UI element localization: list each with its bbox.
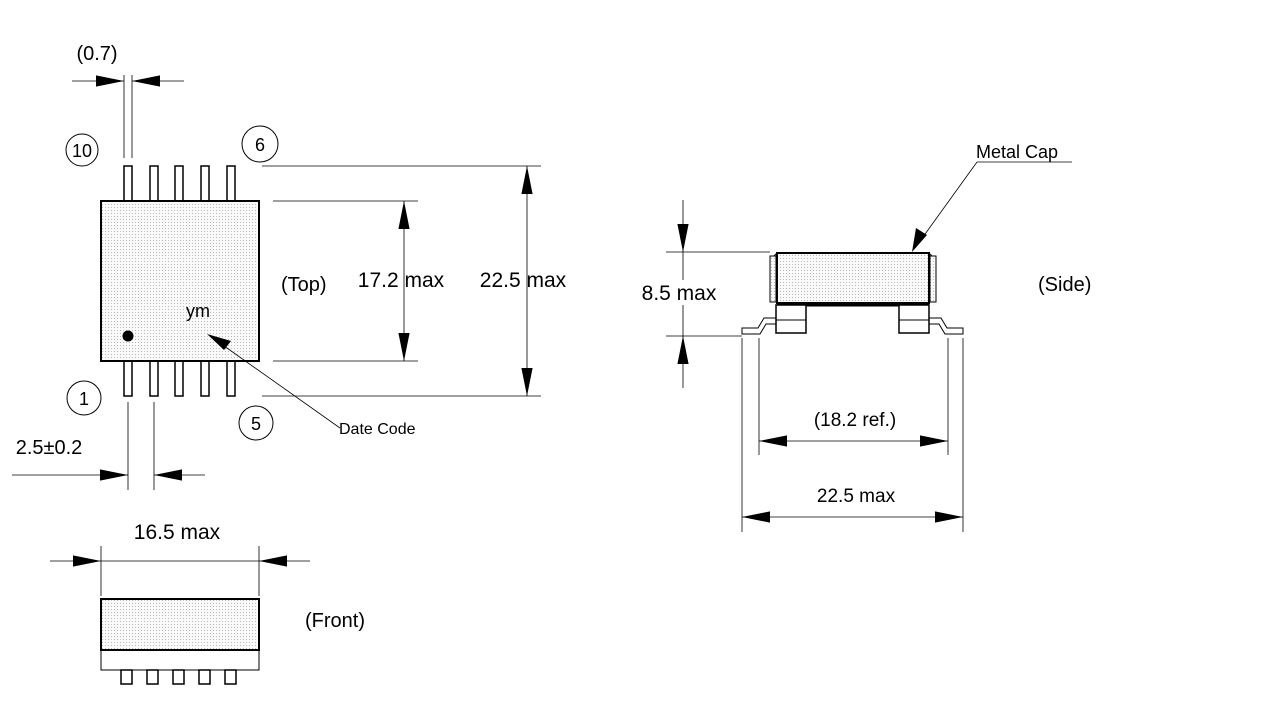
bottom-pin-row — [123, 359, 236, 397]
base-foot-right — [898, 304, 930, 334]
top-view: ym 10 6 1 5 (0.7) — [12, 43, 567, 490]
height-dimension: 8.5 max — [642, 200, 770, 388]
body-dimension: 17.2 max — [273, 200, 445, 362]
pin-number-10: 10 — [65, 133, 99, 167]
front-pins — [120, 669, 237, 685]
pin — [226, 165, 236, 203]
side-view: Metal Cap 8.5 max (18.2 ref.) 22.5 max — [642, 142, 1091, 532]
pin-width-label: 2.5±0.2 — [16, 437, 83, 459]
metal-cap-body — [776, 252, 930, 304]
front-width-label: 16.5 max — [134, 521, 221, 544]
top-pin-row — [123, 165, 236, 203]
front-view-label: (Front) — [305, 610, 365, 632]
pin-number-1: 1 — [66, 380, 102, 416]
pin — [200, 359, 210, 397]
overall-dim-label: 22.5 max — [480, 269, 567, 292]
overall-width-dimension: 22.5 max — [742, 486, 963, 523]
pin — [149, 359, 159, 397]
date-code-leader: Date Code — [207, 334, 416, 438]
pin — [146, 669, 159, 685]
pin — [174, 359, 184, 397]
pin — [198, 669, 211, 685]
pin — [120, 669, 133, 685]
ref-width-label: (18.2 ref.) — [814, 410, 896, 431]
svg-text:6: 6 — [255, 135, 265, 155]
date-code-label: Date Code — [339, 421, 416, 438]
side-view-label: (Side) — [1038, 274, 1091, 296]
package-body-front — [100, 598, 260, 651]
pin — [174, 165, 184, 203]
pin — [226, 359, 236, 397]
svg-text:5: 5 — [251, 414, 261, 434]
pin — [123, 165, 133, 203]
overall-dimension: 22.5 max — [262, 165, 567, 397]
lead-left — [741, 317, 776, 335]
pin — [149, 165, 159, 203]
pin — [123, 359, 133, 397]
cap-side-left — [769, 255, 777, 303]
metal-cap-leader: Metal Cap — [912, 142, 1072, 252]
pin-pitch-dimension: (0.7) — [72, 43, 184, 158]
pin1-dot — [122, 330, 134, 342]
overall-width-label: 22.5 max — [817, 486, 896, 507]
body-dim-label: 17.2 max — [358, 269, 445, 292]
marking-text: ym — [186, 301, 210, 321]
height-label: 8.5 max — [642, 282, 717, 305]
front-view: 16.5 max (Front) — [50, 521, 365, 685]
pin-number-6: 6 — [241, 125, 279, 163]
lead-right — [929, 317, 964, 335]
pin — [172, 669, 185, 685]
metal-cap-label: Metal Cap — [976, 142, 1058, 162]
base-foot-left — [775, 304, 807, 334]
front-width-dimension: 16.5 max — [50, 521, 310, 596]
pin — [200, 165, 210, 203]
svg-text:1: 1 — [79, 389, 89, 409]
top-view-label: (Top) — [281, 274, 327, 296]
pin — [224, 669, 237, 685]
pin-pitch-label: (0.7) — [76, 43, 117, 65]
pin-number-5: 5 — [238, 405, 274, 441]
ref-width-dimension: (18.2 ref.) — [759, 410, 948, 447]
cap-side-right — [929, 255, 937, 303]
pin-width-dimension: 2.5±0.2 — [12, 402, 205, 490]
svg-text:10: 10 — [72, 141, 92, 161]
